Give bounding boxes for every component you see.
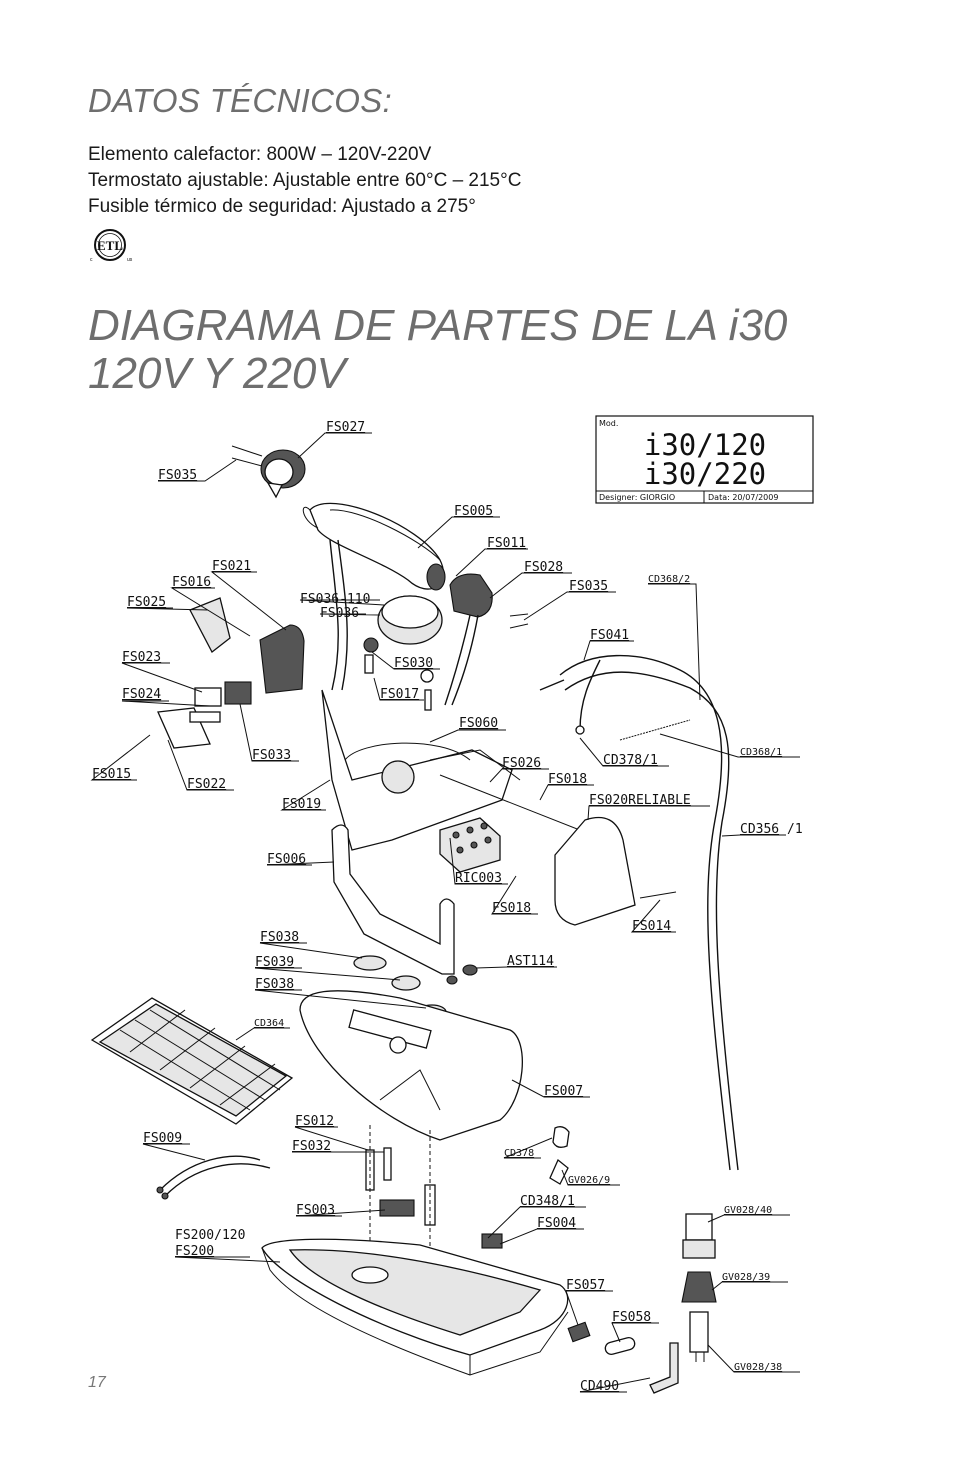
label-cd356-suffix: /1 <box>787 822 803 837</box>
label-fs016: FS016 <box>172 575 211 590</box>
diagram-heading-line1: DIAGRAMA DE PARTES DE LA i30 <box>88 301 788 350</box>
label-cd368-2: CD368/2 <box>648 574 690 585</box>
spec-thermostat: Termostato ajustable: Ajustable entre 60… <box>88 170 522 191</box>
label-fs032: FS032 <box>292 1139 331 1154</box>
spec-heating-element: Elemento calefactor: 800W – 120V-220V <box>88 144 432 165</box>
label-fs036: FS036 <box>320 606 359 621</box>
diagram-heading: DIAGRAMA DE PARTES DE LA i30 120V Y 220V <box>88 302 848 398</box>
label-fs022: FS022 <box>187 777 226 792</box>
title-block-model-220: i30/220 <box>644 457 766 491</box>
label-fs017: FS017 <box>380 687 419 702</box>
label-fs003: FS003 <box>296 1203 335 1218</box>
label-fs012: FS012 <box>295 1114 334 1129</box>
cable-assembly-part <box>539 654 739 1171</box>
label-cd368-1: CD368/1 <box>740 747 782 758</box>
connector-parts <box>549 1126 679 1394</box>
title-block-designer: Designer: GIORGIO <box>599 493 675 502</box>
label-fs200: FS200 <box>175 1244 214 1259</box>
label-fs027: FS027 <box>326 420 365 435</box>
label-fs004: FS004 <box>537 1216 576 1231</box>
label-fs006: FS006 <box>267 852 306 867</box>
title-block-date: Data: 20/07/2009 <box>708 493 778 502</box>
label-fs024: FS024 <box>122 687 161 702</box>
technical-specs-list: Elemento calefactor: 800W – 120V-220V Te… <box>88 142 521 220</box>
title-block: Mod. i30/120 i30/220 Designer: GIORGIO D… <box>595 415 814 504</box>
label-gv026-9: GV026/9 <box>568 1175 610 1186</box>
diagram-heading-line2: 120V Y 220V <box>88 349 346 398</box>
label-fs007: FS007 <box>544 1084 583 1099</box>
label-fs039: FS039 <box>255 955 294 970</box>
label-gv028-39: GV028/39 <box>722 1272 770 1283</box>
cord-guard-part <box>444 573 529 706</box>
label-ast114: AST114 <box>507 954 554 969</box>
label-fs018-top: FS018 <box>548 772 587 787</box>
label-gv028-40: GV028/40 <box>724 1205 772 1216</box>
part-labels: FS027 FS035 FS005 FS011 FS028 FS035 CD36… <box>92 420 803 1394</box>
label-ric003: RIC003 <box>455 871 502 886</box>
cable-plug-part <box>681 1213 717 1362</box>
label-fs036-110: FS036-110 <box>300 592 370 607</box>
label-fs020reliable: FS020RELIABLE <box>589 793 691 808</box>
label-cd348-1: CD348/1 <box>520 1194 575 1209</box>
page-number: 17 <box>88 1374 106 1391</box>
etl-mark-text: ETL <box>97 238 123 253</box>
label-fs035-right: FS035 <box>569 579 608 594</box>
label-fs021: FS021 <box>212 559 251 574</box>
svg-text:us: us <box>127 257 133 263</box>
label-fs057: FS057 <box>566 1278 605 1293</box>
thermostat-knob-part <box>363 595 443 711</box>
wire-harness-part <box>156 1155 271 1200</box>
label-fs038-bottom: FS038 <box>255 977 294 992</box>
switch-housing-part <box>157 597 305 749</box>
label-fs200-120: FS200/120 <box>175 1228 245 1243</box>
spec-thermal-fuse: Fusible térmico de seguridad: Ajustado a… <box>88 196 476 217</box>
label-fs018-bottom: FS018 <box>492 901 531 916</box>
soleplate-cover-part <box>299 990 523 1141</box>
etl-certification-logo: ETL c us <box>90 229 133 263</box>
soleplate-part <box>261 1199 569 1376</box>
label-fs015: FS015 <box>92 767 131 782</box>
handle-part <box>302 502 446 691</box>
technical-data-heading: DATOS TÉCNICOS: <box>88 82 392 119</box>
label-fs038-top: FS038 <box>260 930 299 945</box>
label-fs026: FS026 <box>502 756 541 771</box>
label-fs011: FS011 <box>487 536 526 551</box>
label-fs058: FS058 <box>612 1310 651 1325</box>
label-cd378: CD378 <box>504 1148 534 1159</box>
label-fs030: FS030 <box>394 656 433 671</box>
title-block-model-120: i30/120 <box>644 428 766 462</box>
label-fs025: FS025 <box>127 595 166 610</box>
label-fs028: FS028 <box>524 560 563 575</box>
label-fs041: FS041 <box>590 628 629 643</box>
label-fs009: FS009 <box>143 1131 182 1146</box>
label-fs019: FS019 <box>282 797 321 812</box>
terminal-block-part <box>439 817 501 873</box>
thermostat-bracket-part <box>321 689 601 851</box>
frame-bracket-part <box>331 824 455 975</box>
grid-plate-part <box>90 997 294 1125</box>
title-block-mod-label: Mod. <box>599 419 618 428</box>
label-gv028-38: GV028/38 <box>734 1362 782 1373</box>
heel-cover-part <box>554 816 677 926</box>
label-fs060: FS060 <box>459 716 498 731</box>
svg-text:c: c <box>90 257 93 263</box>
label-fs023: FS023 <box>122 650 161 665</box>
handle-cap-part <box>231 445 306 499</box>
label-fs005: FS005 <box>454 504 493 519</box>
label-cd356: CD356 <box>740 822 779 837</box>
label-cd490: CD490 <box>580 1379 619 1394</box>
label-cd364: CD364 <box>254 1018 284 1029</box>
label-fs035-top: FS035 <box>158 468 197 483</box>
label-cd378-1: CD378/1 <box>603 753 658 768</box>
leader-lines <box>90 432 800 1393</box>
label-fs033: FS033 <box>252 748 291 763</box>
label-fs014: FS014 <box>632 919 671 934</box>
